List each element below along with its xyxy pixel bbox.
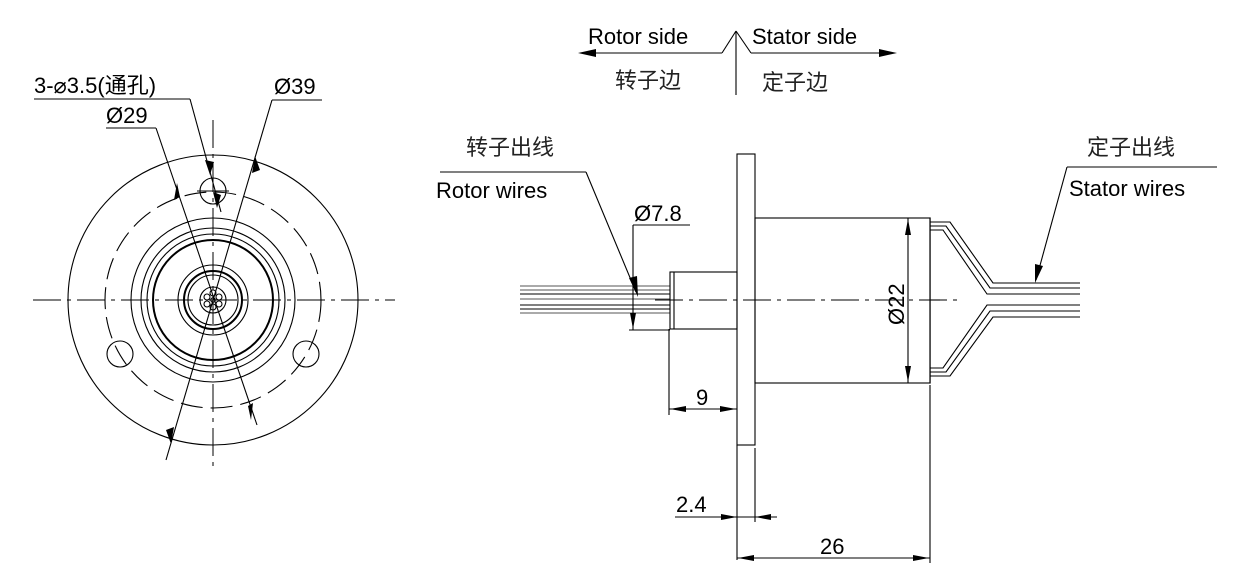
dimension-body-diameter: Ø22 <box>884 218 911 383</box>
arrow-9-right <box>720 406 736 412</box>
arrow-o39-bottom <box>166 427 174 444</box>
pitch-circle <box>104 191 322 409</box>
dimension-flange-thickness: 2.4 <box>675 445 777 560</box>
side-indicator: Rotor side Stator side 转子边 定子边 <box>578 24 897 96</box>
arrow-o22-bottom <box>905 366 911 382</box>
body-circle-1 <box>130 217 296 383</box>
rotor-wires-callout: 转子出线 Rotor wires <box>436 136 638 297</box>
body-circle-2 <box>140 227 286 373</box>
shaft-circle-2 <box>183 270 243 330</box>
front-view: Ø39 Ø29 3-⌀3.5(通孔) <box>33 73 395 470</box>
dimension-pcd: Ø29 <box>106 103 258 426</box>
arrow-24-left <box>721 514 737 520</box>
arrow-24-right <box>755 514 771 520</box>
outer-flange-circle <box>67 154 359 446</box>
hole-callout-label: 3-⌀3.5(通孔) <box>34 73 156 98</box>
body-circle-3 <box>146 233 280 367</box>
arrow-o22-top <box>905 219 911 235</box>
mounting-hole-left <box>106 340 134 368</box>
shaft-circle-3 <box>187 274 239 326</box>
rotor-wires-en-label: Rotor wires <box>436 178 547 203</box>
dimension-shaft-diameter: Ø7.8 <box>629 201 690 331</box>
stator-wires-arrow <box>1035 264 1043 283</box>
arrow-o39-top <box>252 156 260 173</box>
rotor-side-arrow <box>578 49 596 57</box>
body-diameter-label: Ø22 <box>884 283 909 325</box>
side-view: 转子出线 Rotor wires Ø7.8 Ø22 定子出线 <box>436 136 1217 563</box>
body-circle-4 <box>152 239 274 361</box>
outer-diameter-label: Ø39 <box>274 74 316 99</box>
rotor-side-label: Rotor side <box>588 24 688 49</box>
mounting-hole-right <box>292 340 320 368</box>
arrow-o78-bottom <box>630 313 636 329</box>
rotor-side-cn-label: 转子边 <box>615 69 681 94</box>
dimension-outer-diameter: Ø39 <box>165 74 322 461</box>
arrow-o29-bottom <box>248 403 253 420</box>
dimension-overall-length: 26 <box>737 385 931 563</box>
stator-wires-en-label: Stator wires <box>1069 176 1185 201</box>
stator-side-cn-label: 定子边 <box>762 71 828 96</box>
arrow-hole-top <box>205 160 214 175</box>
stator-side-arrow <box>879 49 897 57</box>
overall-length-label: 26 <box>820 534 844 559</box>
shaft-length-label: 9 <box>696 385 708 410</box>
shaft-circle-1 <box>177 264 249 336</box>
stator-wires <box>930 221 1080 377</box>
stator-side-label: Stator side <box>752 24 857 49</box>
stator-wires-cn-label: 定子出线 <box>1087 136 1175 161</box>
arrow-26-right <box>913 555 929 561</box>
label-underlines <box>106 127 720 518</box>
arrow-hole-bottom <box>213 192 221 208</box>
pcd-diameter-label: Ø29 <box>106 103 148 128</box>
dimension-hole-callout: 3-⌀3.5(通孔) <box>34 73 222 213</box>
arrow-o29-top <box>174 183 180 200</box>
rotor-wires <box>520 285 670 314</box>
arrow-9-left <box>670 406 686 412</box>
rotor-wires-cn-label: 转子出线 <box>466 136 554 161</box>
arrow-26-left <box>738 555 754 561</box>
shaft-diameter-label: Ø7.8 <box>634 201 682 226</box>
dimension-shaft-length: 9 <box>668 329 737 415</box>
flange-thickness-label: 2.4 <box>676 492 707 517</box>
stator-wires-callout: 定子出线 Stator wires <box>1035 136 1217 283</box>
